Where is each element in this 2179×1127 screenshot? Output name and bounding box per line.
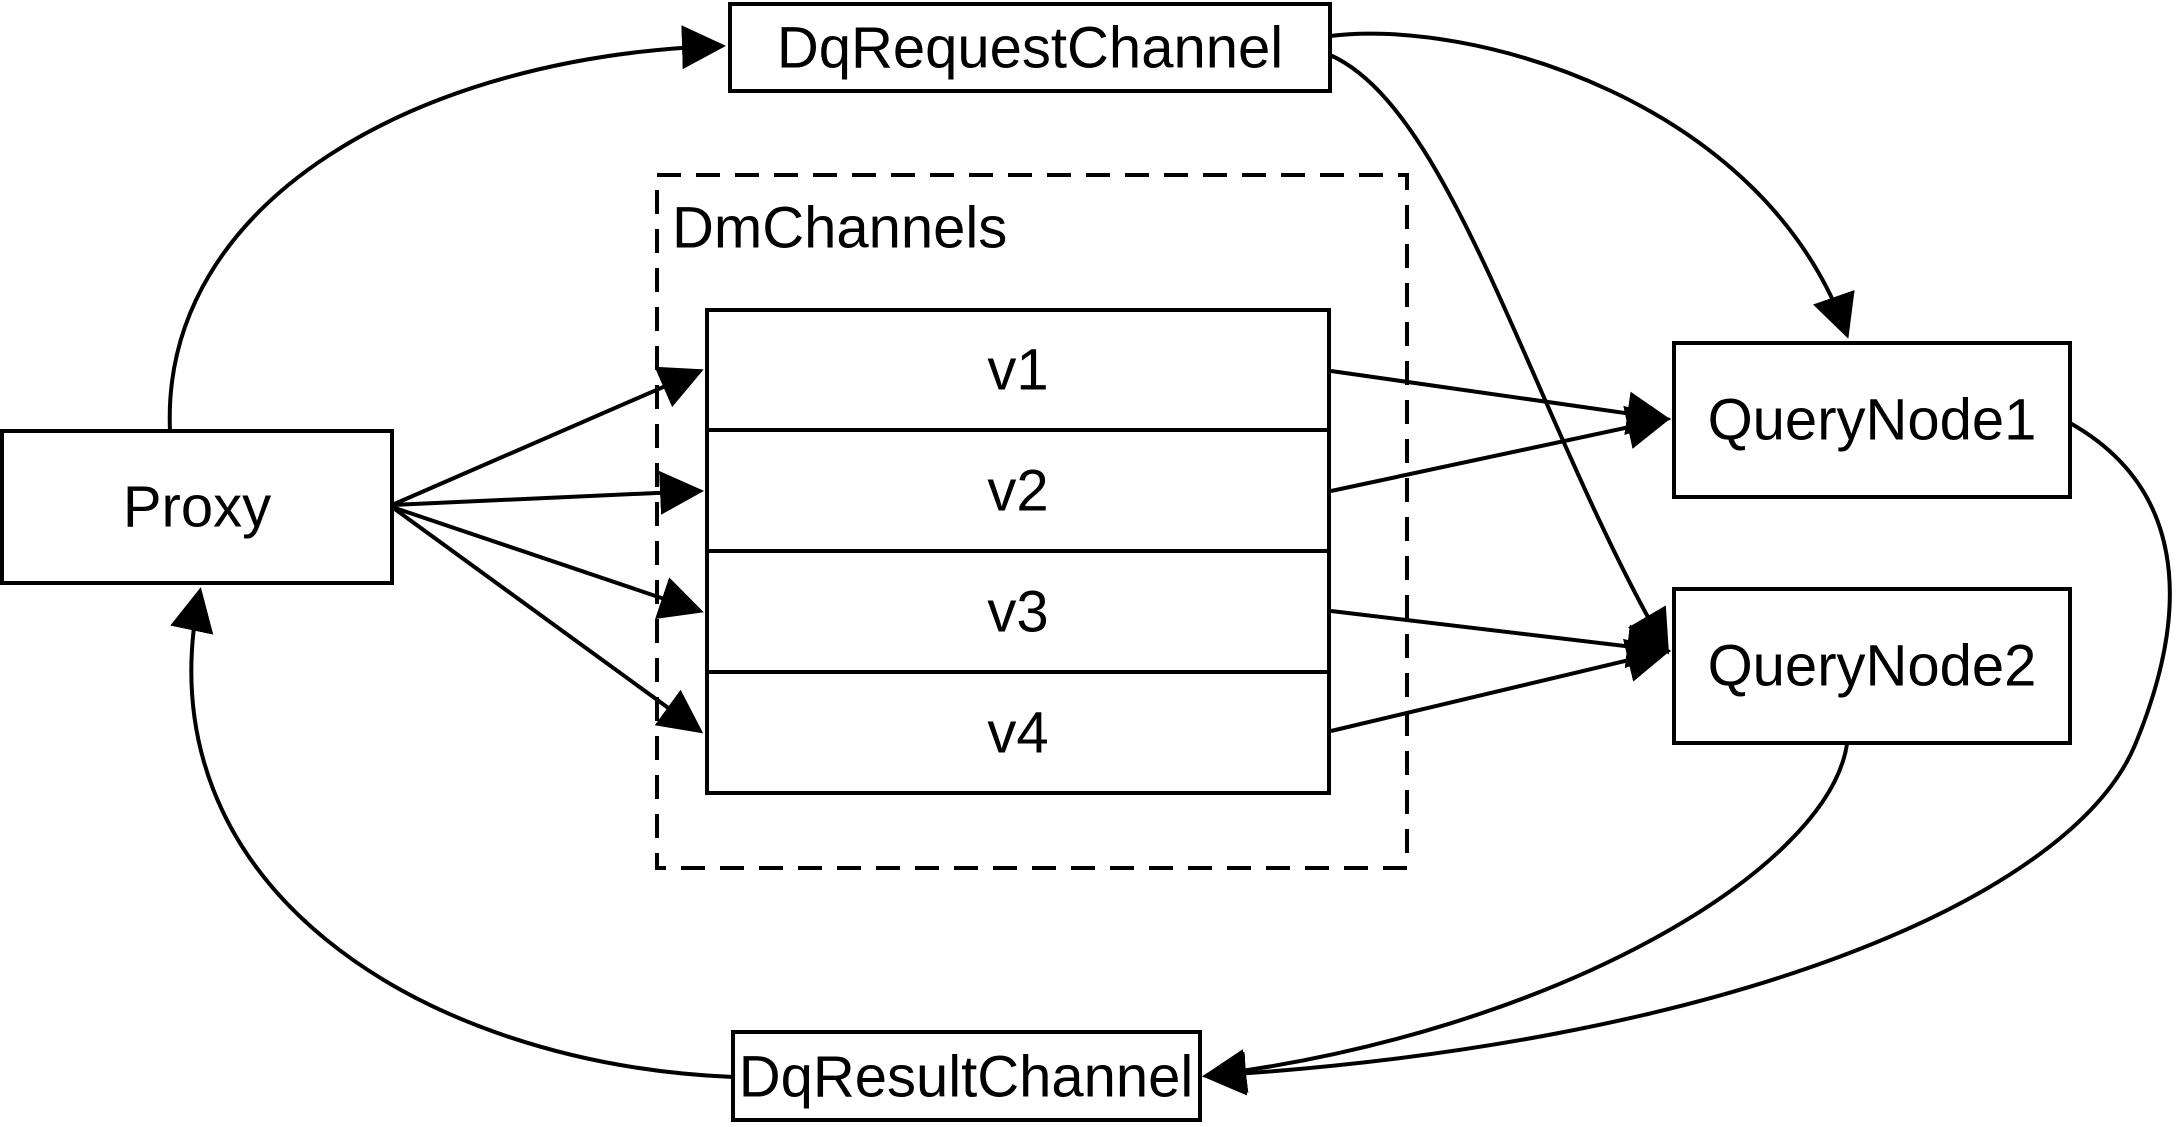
dmchannels-label: DmChannels bbox=[672, 196, 1007, 261]
querynode1-node-box bbox=[1672, 341, 2072, 499]
edge-v4-to-querynode2 bbox=[1330, 638, 1671, 733]
dqresultchannel-node-box bbox=[731, 1030, 1202, 1122]
querynode2-node-box bbox=[1672, 587, 2072, 745]
channel-v3-label: v3 bbox=[987, 580, 1048, 645]
edge-dqrequestchannel-to-querynode1 bbox=[1329, 31, 1855, 339]
edge-proxy-to-dqrequestchannel bbox=[167, 25, 726, 432]
channel-v2-label: v2 bbox=[987, 459, 1048, 524]
edge-proxy-to-v1 bbox=[391, 366, 704, 507]
edge-dqresultchannel-to-proxy bbox=[170, 587, 734, 1079]
channel-v4-label: v4 bbox=[987, 701, 1048, 766]
edge-querynode2-to-dqresultchannel bbox=[1202, 743, 1849, 1093]
dqrequestchannel-node-label: DqRequestChannel bbox=[777, 16, 1283, 81]
edge-proxy-to-v3 bbox=[391, 505, 704, 620]
edge-querynode1-to-dqresultchannel bbox=[1202, 421, 2172, 1096]
edge-proxy-to-v4 bbox=[390, 505, 704, 734]
dqresultchannel-node-label: DqResultChannel bbox=[739, 1045, 1194, 1110]
proxy-node-label: Proxy bbox=[123, 475, 271, 540]
querynode2-node-label: QueryNode2 bbox=[1708, 634, 2037, 699]
edge-dqrequestchannel-to-querynode2 bbox=[1329, 53, 1670, 655]
edge-proxy-to-v2 bbox=[391, 470, 704, 515]
dmchannels-container bbox=[655, 173, 1409, 870]
edge-v2-to-querynode1 bbox=[1330, 405, 1671, 493]
edge-v3-to-querynode2 bbox=[1330, 609, 1671, 669]
querynode1-node-label: QueryNode1 bbox=[1708, 388, 2037, 453]
proxy-node-box bbox=[0, 429, 394, 585]
edge-v1-to-querynode1 bbox=[1330, 369, 1671, 436]
channel-v1-label: v1 bbox=[987, 338, 1048, 403]
dqrequestchannel-node-box bbox=[728, 2, 1332, 93]
